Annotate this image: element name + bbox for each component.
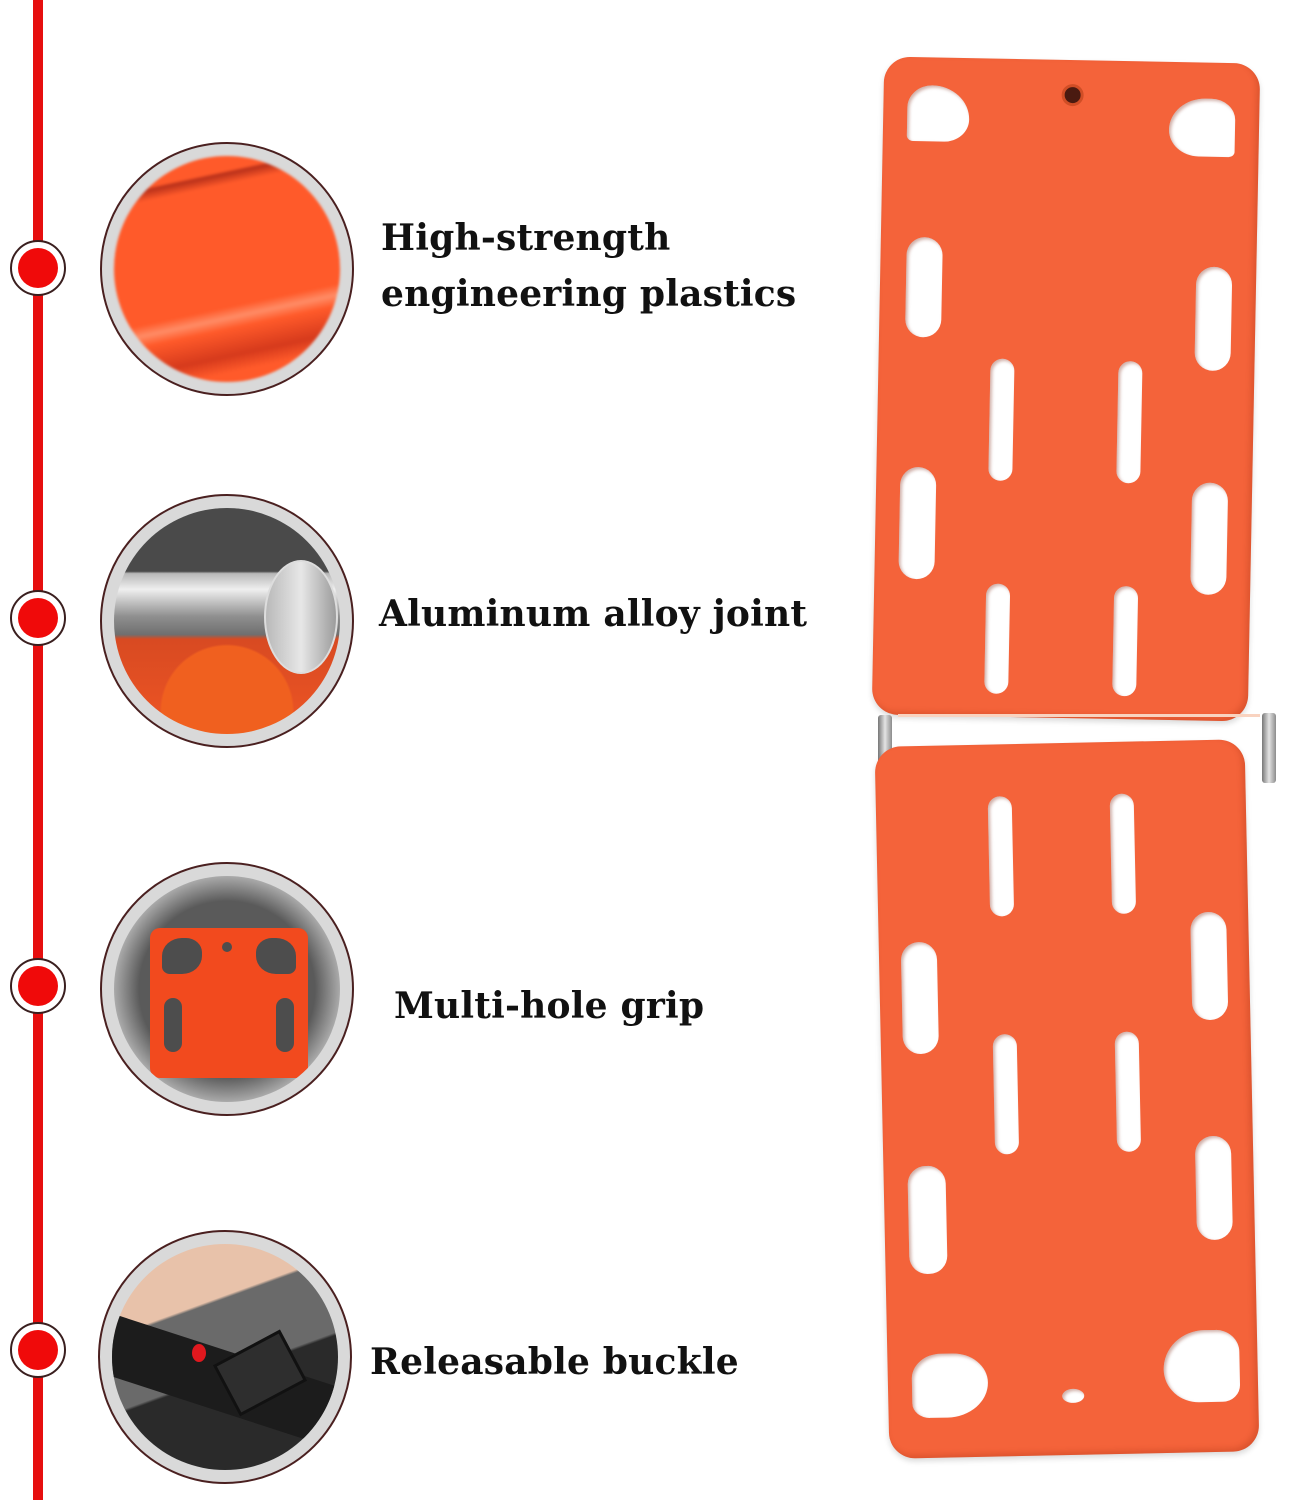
grip-slot (898, 466, 937, 580)
multi-hole-grip-image (114, 876, 340, 1102)
corner-handhold (1162, 1329, 1241, 1404)
feature-label-line1: Multi-hole grip (394, 985, 705, 1027)
feature-label-line1: Releasable buckle (370, 1341, 739, 1383)
fold-seam (898, 714, 1260, 717)
feature-label-grip: Multi-hole grip (394, 978, 704, 1034)
board-end-shape (150, 928, 308, 1078)
grip-slot (992, 1034, 1020, 1155)
hinge-bolt-shape (264, 560, 338, 674)
grip-slot (1194, 266, 1233, 372)
timeline-node-grip (10, 958, 66, 1014)
feature-label-line1: High-strength (381, 217, 671, 259)
feature-image-grip (100, 862, 354, 1116)
feature-label-buckle: Releasable buckle (370, 1334, 739, 1390)
grip-slot (900, 941, 940, 1055)
feature-image-buckle (98, 1230, 352, 1484)
feature-label-joint: Aluminum alloy joint (379, 586, 807, 642)
fingernail-shape (192, 1344, 206, 1362)
grip-slot (904, 236, 943, 338)
grip-slot (987, 796, 1015, 917)
timeline-line (33, 0, 43, 1500)
board-bottom-section (874, 739, 1260, 1459)
grip-slot (1190, 482, 1229, 596)
feature-image-plastics (100, 142, 354, 396)
top-hole (1061, 83, 1084, 107)
feature-image-joint (100, 494, 354, 748)
grip-slot (1194, 1135, 1233, 1241)
timeline-node-buckle (10, 1322, 66, 1378)
grip-slot (1112, 585, 1139, 697)
grip-slot (1190, 911, 1229, 1021)
feature-label-line1: Aluminum alloy joint (379, 593, 808, 635)
spine-board-image (870, 55, 1289, 1495)
corner-handhold (1168, 97, 1236, 158)
grip-slot (1116, 361, 1143, 484)
plastic-closeup-image (114, 156, 340, 382)
aluminum-hinge-right (1262, 713, 1276, 783)
timeline-node-joint (10, 590, 66, 646)
grip-slot (1109, 793, 1137, 915)
corner-handhold (911, 1352, 989, 1419)
feature-label-line2: engineering plastics (381, 273, 797, 315)
feature-label-plastics: High-strength engineering plastics (381, 210, 796, 322)
grip-slot (1114, 1031, 1142, 1152)
timeline-node-plastics (10, 240, 66, 296)
corner-handhold (906, 84, 970, 143)
bottom-hole (1062, 1388, 1085, 1404)
grip-slot (988, 358, 1015, 481)
aluminum-joint-image (114, 508, 340, 734)
buckle-image (112, 1244, 338, 1470)
board-top-section (871, 56, 1261, 722)
grip-slot (984, 583, 1011, 694)
grip-slot (907, 1165, 948, 1275)
